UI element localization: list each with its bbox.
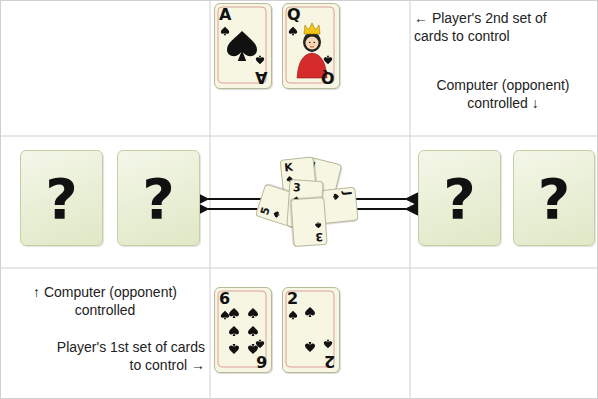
card-rank: 6 bbox=[256, 353, 267, 369]
pile-card: 3 bbox=[290, 197, 327, 247]
card-rank: 2 bbox=[287, 291, 298, 307]
deal-arrow bbox=[208, 198, 262, 200]
spade-pip bbox=[248, 308, 258, 318]
card-rank: Q bbox=[287, 7, 301, 23]
hidden-card: ? bbox=[513, 150, 595, 246]
spade-pip bbox=[229, 344, 239, 354]
card-rank: 5 bbox=[259, 206, 272, 217]
spade-pip bbox=[248, 326, 258, 336]
card-rank: K bbox=[284, 162, 294, 174]
card-question-mark: ? bbox=[118, 151, 199, 245]
deal-arrow bbox=[352, 208, 406, 210]
card-rank: 3 bbox=[315, 231, 323, 243]
playing-card: 66 bbox=[214, 287, 272, 373]
hidden-card: ? bbox=[117, 150, 200, 246]
card-rank: J bbox=[342, 191, 353, 196]
card-question-mark: ? bbox=[21, 151, 102, 245]
spade-pip bbox=[305, 342, 315, 352]
card-rank: A bbox=[255, 69, 267, 85]
hidden-card: ? bbox=[418, 150, 501, 246]
hidden-card: ? bbox=[20, 150, 103, 246]
spade-pip bbox=[333, 193, 340, 200]
cell-note: ↑ Computer (opponent) controlled bbox=[30, 283, 180, 319]
spade-pip bbox=[227, 31, 257, 61]
spade-pip bbox=[221, 311, 229, 319]
card-rank: 2 bbox=[324, 353, 335, 369]
grid-line bbox=[0, 268, 598, 269]
spade-pip bbox=[315, 222, 321, 228]
spade-pip bbox=[273, 211, 281, 219]
card-rank: 6 bbox=[219, 291, 230, 307]
card-rank: Q bbox=[321, 69, 335, 85]
cell-note: Player's 1st set of cards to control → bbox=[55, 338, 205, 374]
spade-pip bbox=[324, 340, 332, 348]
spade-pip bbox=[289, 311, 297, 319]
card-question-mark: ? bbox=[514, 151, 594, 245]
spade-pip bbox=[289, 27, 297, 35]
cell-note: Computer (opponent) controlled ↓ bbox=[428, 76, 578, 112]
playing-card: QQ bbox=[282, 3, 340, 89]
grid-line bbox=[410, 0, 411, 399]
spade-pip bbox=[256, 56, 264, 64]
deal-arrow bbox=[208, 208, 262, 210]
deal-arrow bbox=[352, 198, 406, 200]
playing-card: 22 bbox=[282, 287, 340, 373]
playing-card: AA bbox=[214, 3, 272, 89]
card-rank: 3 bbox=[293, 182, 301, 194]
spade-pip bbox=[221, 27, 229, 35]
grid-line bbox=[0, 136, 598, 137]
card-rank: A bbox=[219, 7, 231, 23]
spade-pip bbox=[229, 308, 239, 318]
spade-pip bbox=[324, 56, 332, 64]
spade-pip bbox=[229, 326, 239, 336]
card-question-mark: ? bbox=[419, 151, 500, 245]
cell-note: ← Player's 2nd set of cards to control bbox=[414, 9, 579, 45]
spade-pip bbox=[305, 307, 315, 317]
